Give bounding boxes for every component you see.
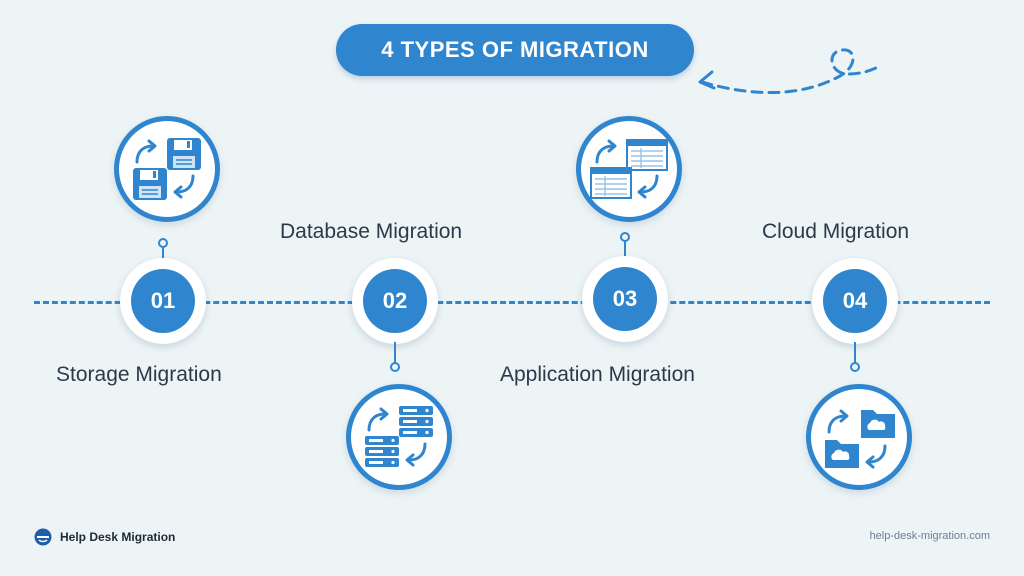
step-2-node: 02	[352, 258, 438, 344]
step-4-icon-circle	[806, 384, 912, 490]
step-3-connector	[624, 240, 626, 262]
cloud-folder-icon	[825, 409, 895, 469]
step-4-number: 04	[823, 269, 887, 333]
step-2-number: 02	[363, 269, 427, 333]
step-4-node: 04	[812, 258, 898, 344]
footer-url: help-desk-migration.com	[869, 530, 990, 542]
step-4-connector	[854, 342, 856, 364]
step-2-label: Database Migration	[280, 220, 463, 243]
step-3-icon-circle	[576, 116, 682, 222]
step-1-number: 01	[131, 269, 195, 333]
footer-brand-name: Help Desk Migration	[60, 530, 176, 544]
timeline-dashed-line	[34, 301, 990, 304]
step-1-connector-dot	[158, 238, 168, 248]
step-3-node: 03	[582, 256, 668, 342]
server-stack-icon	[365, 406, 433, 467]
step-1-connector	[162, 244, 164, 266]
step-4-connector-dot	[850, 362, 860, 372]
footer-brand: Help Desk Migration	[34, 528, 175, 546]
step-2-connector-dot	[390, 362, 400, 372]
step-3-number: 03	[593, 267, 657, 331]
step-1-label: Storage Migration	[56, 363, 222, 386]
title-banner: 4 TYPES OF MIGRATION	[336, 24, 694, 76]
step-4-label: Cloud Migration	[762, 220, 910, 243]
floppy-disk-icon	[133, 138, 201, 200]
help-desk-migration-logo-icon	[34, 528, 52, 546]
step-1-node: 01	[120, 258, 206, 344]
step-2-connector	[394, 342, 396, 364]
decorative-dashed-arrow-icon	[698, 48, 882, 95]
title-text: 4 TYPES OF MIGRATION	[381, 37, 649, 62]
step-3-label: Application Migration	[500, 363, 695, 386]
step-3-connector-dot	[620, 232, 630, 242]
step-2-icon-circle	[346, 384, 452, 490]
step-1-icon-circle	[114, 116, 220, 222]
app-window-icon	[590, 139, 668, 199]
